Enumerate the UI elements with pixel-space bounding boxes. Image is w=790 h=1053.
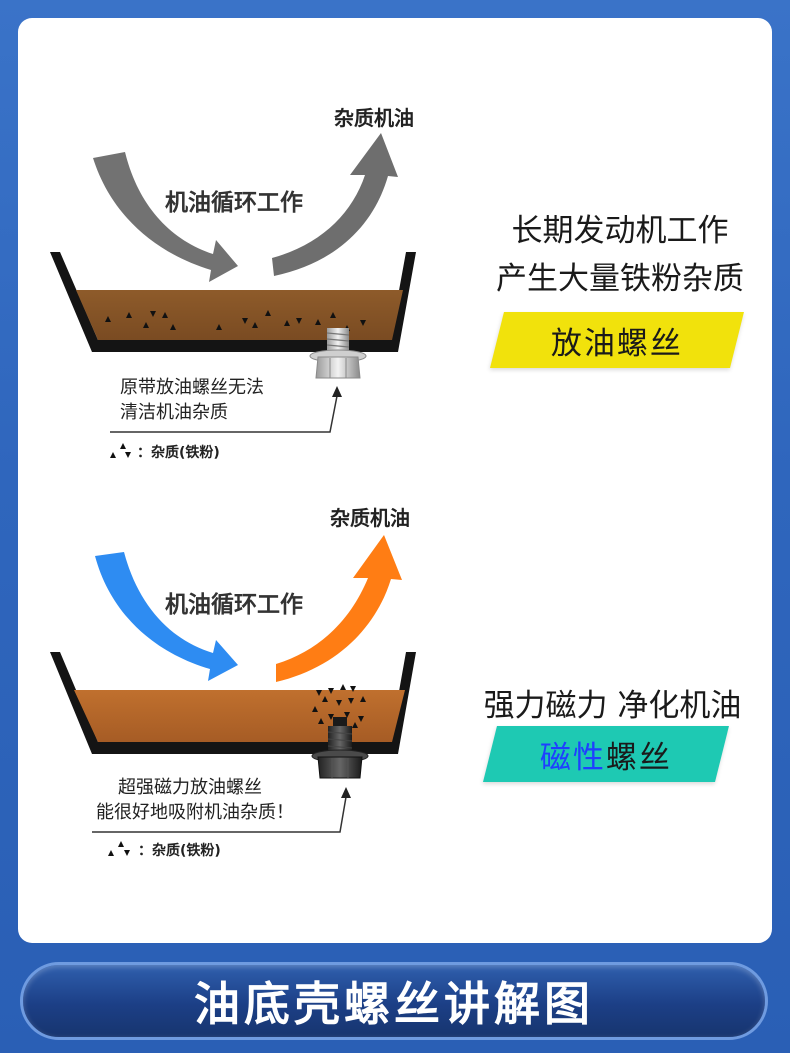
pointer-line-magnetic bbox=[92, 796, 347, 833]
magnetic-bolt-note: 超强磁力放油螺丝 能很好地吸附机油杂质！ bbox=[96, 775, 294, 825]
pointer-line bbox=[110, 395, 338, 433]
attracted-iron-particles bbox=[312, 684, 366, 728]
note-line-1: 原带放油螺丝无法 bbox=[120, 377, 264, 398]
note-line-2: 清洁机油杂质 bbox=[120, 402, 228, 423]
side-caption-line-1: 长期发动机工作 bbox=[511, 213, 729, 249]
pointer-arrowhead bbox=[332, 386, 342, 397]
oil-pan-magnetic bbox=[50, 652, 416, 754]
drain-bolt-banner: 放油螺丝 bbox=[490, 312, 744, 368]
oil-circulation-label: 机油循环工作 bbox=[165, 190, 303, 216]
oil-pan bbox=[50, 252, 416, 352]
magnetic-bolt-banner-text: 磁性螺丝 bbox=[540, 732, 672, 777]
magnetic-bolt-banner: 磁性螺丝 bbox=[483, 726, 729, 782]
oil-inflow-arrow bbox=[93, 152, 238, 282]
footer-title: 油底壳螺丝讲解图 bbox=[194, 977, 594, 1031]
bolt-word: 螺丝 bbox=[606, 739, 672, 776]
impure-oil-label: 杂质机油 bbox=[334, 106, 414, 130]
oil-inflow-arrow-blue bbox=[95, 552, 238, 681]
legend-particles-icon-bottom bbox=[108, 841, 130, 856]
impure-oil-label-bottom: 杂质机油 bbox=[330, 506, 410, 530]
footer-title-bar: 油底壳螺丝讲解图 bbox=[20, 962, 768, 1040]
note-line-1-bottom: 超强磁力放油螺丝 bbox=[118, 777, 262, 798]
oil-outflow-arrow bbox=[272, 133, 398, 276]
iron-particles bbox=[105, 310, 366, 331]
standard-bolt-note: 原带放油螺丝无法 清洁机油杂质 bbox=[120, 375, 264, 425]
note-line-2-bottom: 能很好地吸附机油杂质！ bbox=[96, 802, 294, 823]
side-caption-magnetic: 强力磁力 净化机油 bbox=[483, 688, 742, 724]
legend-label: ：杂质(铁粉) bbox=[137, 445, 220, 461]
pointer-arrowhead-magnetic bbox=[341, 787, 351, 798]
oil-circulation-label-bottom: 机油循环工作 bbox=[165, 592, 303, 618]
standard-drain-bolt bbox=[309, 328, 367, 379]
dirty-oil bbox=[76, 290, 403, 340]
clean-oil bbox=[74, 690, 405, 742]
drain-bolt-banner-text: 放油螺丝 bbox=[551, 325, 683, 362]
side-caption-line-2: 产生大量铁粉杂质 bbox=[496, 261, 744, 297]
oil-outflow-arrow-orange bbox=[276, 535, 402, 682]
magnetic-word: 磁性 bbox=[540, 739, 606, 776]
legend-label-bottom: ：杂质(铁粉) bbox=[138, 843, 221, 859]
magnetic-drain-bolt bbox=[311, 717, 369, 779]
legend-particles-icon bbox=[110, 443, 131, 458]
